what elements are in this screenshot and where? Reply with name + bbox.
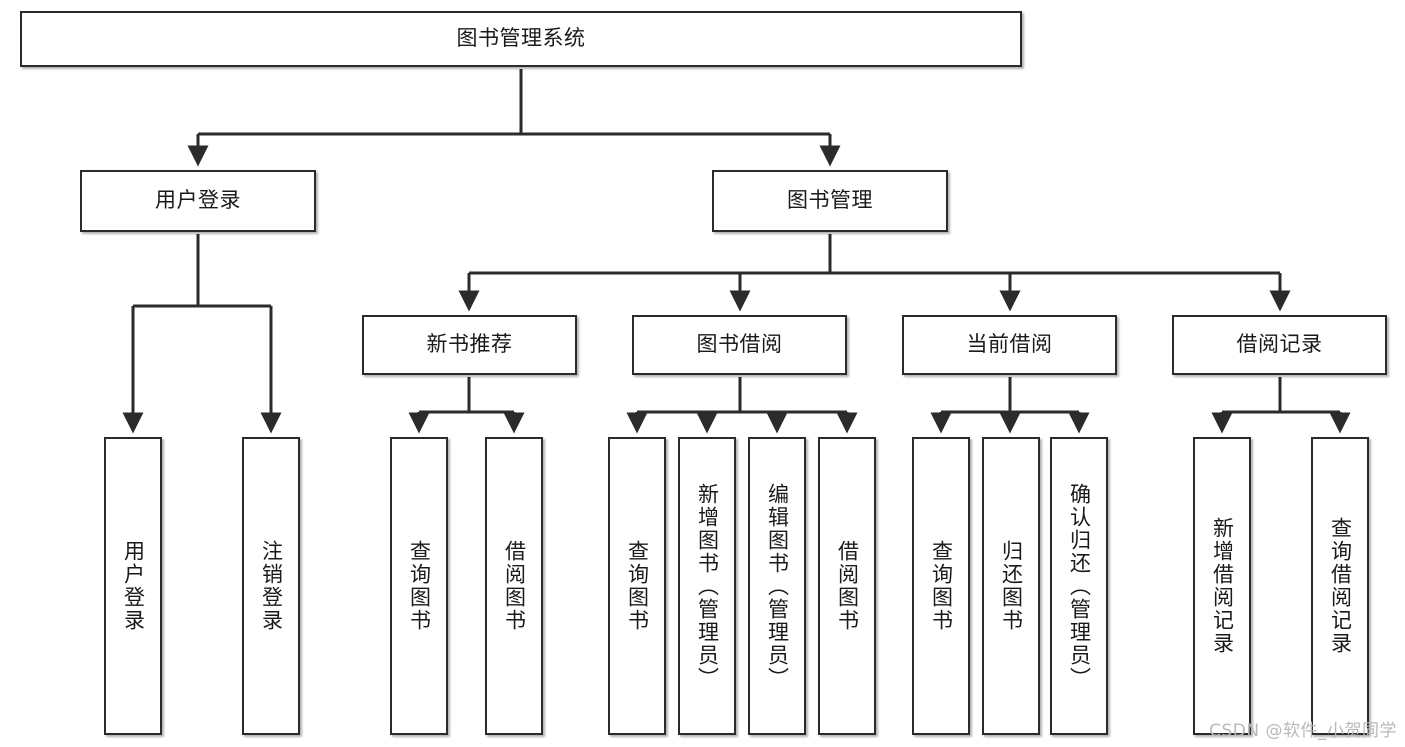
node-leaf-return-book-label: 归还图书 [999,540,1024,632]
node-new-book-recommend-label: 新书推荐 [426,332,513,357]
node-root[interactable]: 图书管理系统 [20,11,1022,67]
node-leaf-query-book-2[interactable]: 查询图书 [608,437,666,735]
node-leaf-query-record[interactable]: 查询借阅记录 [1311,437,1369,735]
node-leaf-add-record[interactable]: 新增借阅记录 [1193,437,1251,735]
node-user-login[interactable]: 用户登录 [80,170,316,232]
node-leaf-borrow-book-1-label: 借阅图书 [502,540,527,632]
node-current-borrow[interactable]: 当前借阅 [902,315,1117,375]
node-borrow-record-label: 借阅记录 [1236,332,1323,357]
node-leaf-add-book-label: 新增图书（管理员） [695,482,720,690]
node-new-book-recommend[interactable]: 新书推荐 [362,315,577,375]
node-leaf-borrow-book-2[interactable]: 借阅图书 [818,437,876,735]
node-leaf-query-book-3[interactable]: 查询图书 [912,437,970,735]
node-book-borrow-label: 图书借阅 [696,332,783,357]
node-leaf-borrow-book-2-label: 借阅图书 [835,540,860,632]
node-leaf-add-book[interactable]: 新增图书（管理员） [678,437,736,735]
node-leaf-add-record-label: 新增借阅记录 [1210,517,1235,655]
node-leaf-query-book-3-label: 查询图书 [929,540,954,632]
node-leaf-user-logout-label: 注销登录 [259,540,284,632]
node-user-login-label: 用户登录 [155,188,241,213]
node-leaf-return-book[interactable]: 归还图书 [982,437,1040,735]
node-book-manage[interactable]: 图书管理 [712,170,948,232]
node-leaf-query-book-1-label: 查询图书 [407,540,432,632]
node-leaf-user-logout[interactable]: 注销登录 [242,437,300,735]
node-leaf-confirm-return-label: 确认归还（管理员） [1067,482,1092,690]
node-book-manage-label: 图书管理 [787,188,873,213]
node-borrow-record[interactable]: 借阅记录 [1172,315,1387,375]
node-root-label: 图书管理系统 [456,26,586,51]
node-leaf-user-login-label: 用户登录 [121,540,146,632]
node-leaf-edit-book[interactable]: 编辑图书（管理员） [748,437,806,735]
node-leaf-borrow-book-1[interactable]: 借阅图书 [485,437,543,735]
node-leaf-query-book-1[interactable]: 查询图书 [390,437,448,735]
watermark-text: CSDN @软件_小贺同学 [1209,721,1397,741]
node-leaf-edit-book-label: 编辑图书（管理员） [765,482,790,690]
node-current-borrow-label: 当前借阅 [966,332,1053,357]
node-book-borrow[interactable]: 图书借阅 [632,315,847,375]
node-leaf-query-book-2-label: 查询图书 [625,540,650,632]
node-leaf-user-login[interactable]: 用户登录 [104,437,162,735]
node-leaf-query-record-label: 查询借阅记录 [1328,517,1353,655]
node-leaf-confirm-return[interactable]: 确认归还（管理员） [1050,437,1108,735]
